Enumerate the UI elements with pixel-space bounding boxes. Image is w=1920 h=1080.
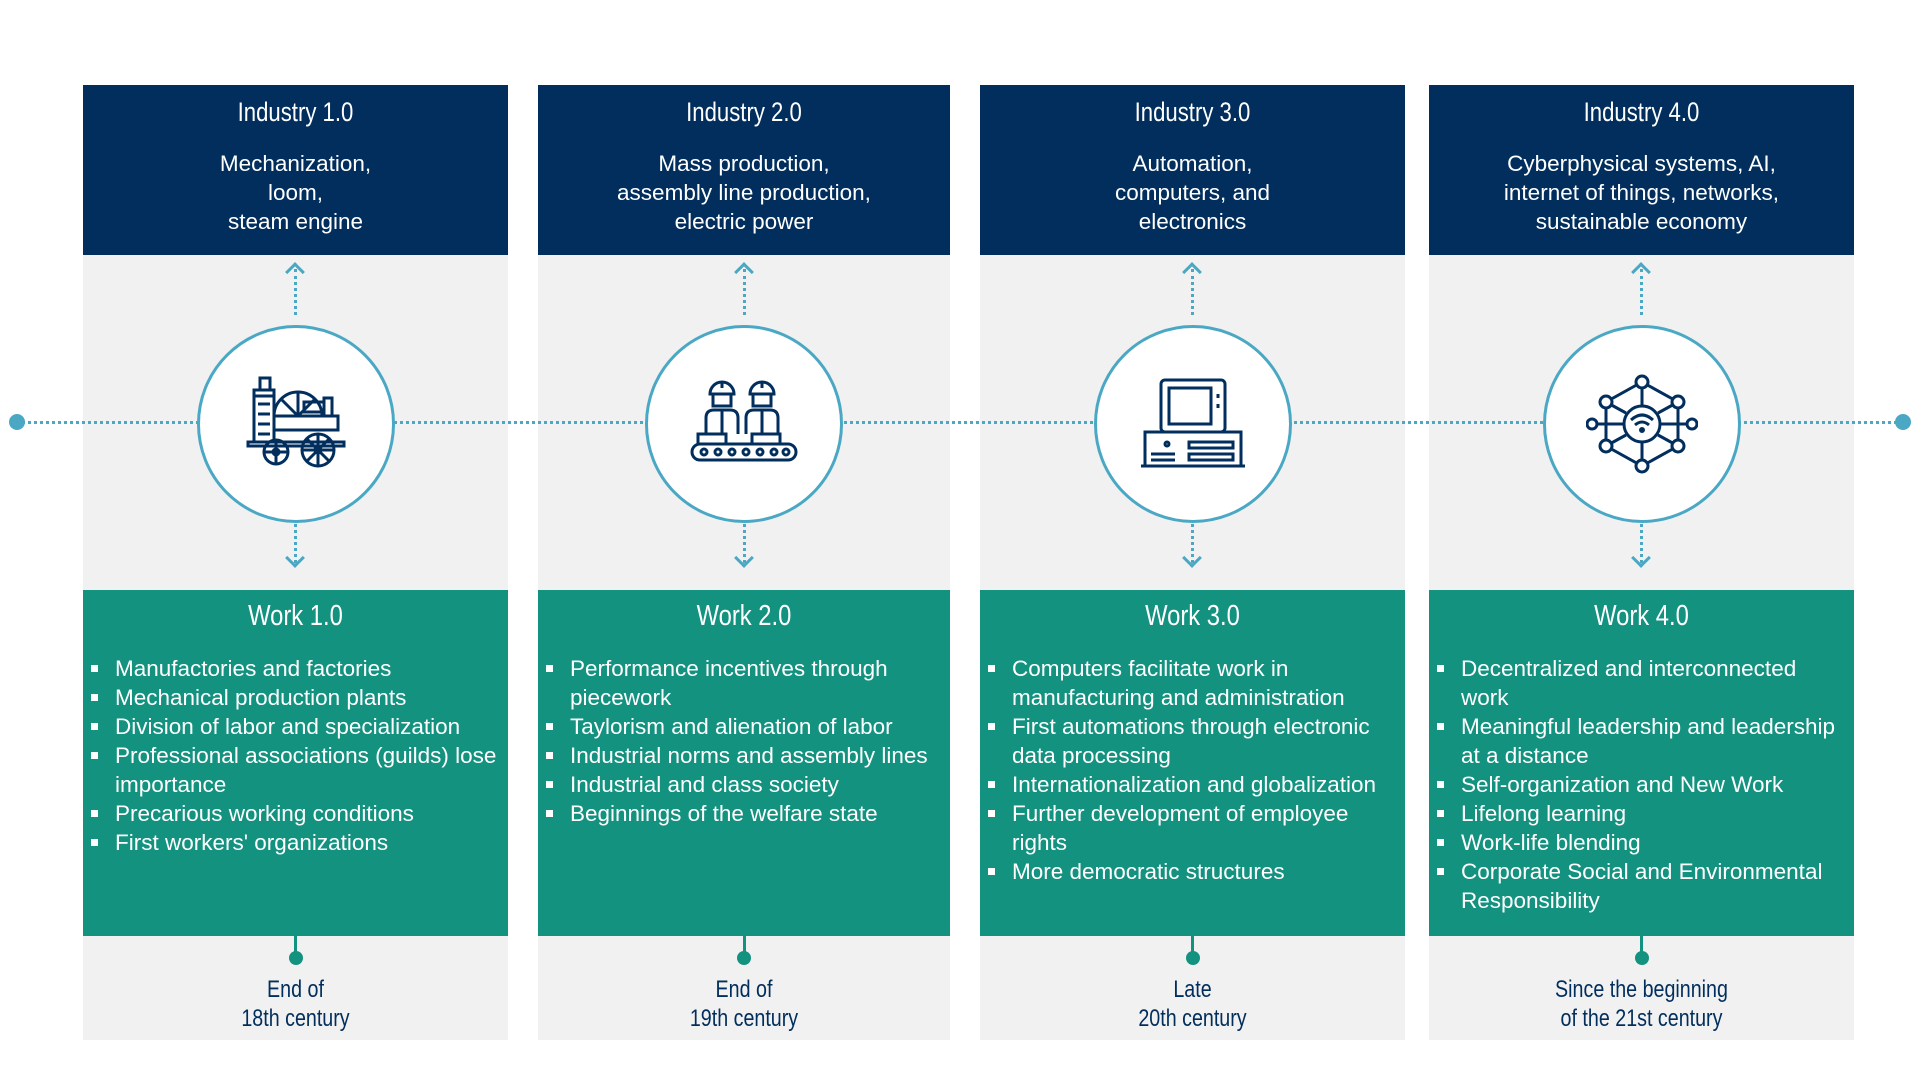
timeline-line — [17, 421, 1903, 424]
era-label: Since the beginning of the 21st century — [1555, 976, 1728, 1032]
list-item: Industrial and class society — [546, 770, 944, 799]
timeline-start-dot — [9, 414, 25, 430]
work-title: Work 2.0 — [696, 600, 792, 632]
stem-dot — [1634, 951, 1649, 965]
stage-column-4: Industry 4.0 Cyberphysical systems, AI, … — [1429, 85, 1854, 1040]
stem — [294, 936, 297, 958]
work-list: Computers facilitate work in manufacturi… — [988, 654, 1399, 886]
industry-description: Cyberphysical systems, AI, internet of t… — [1503, 151, 1780, 234]
list-item: Further development of employee rights — [988, 799, 1399, 857]
industry-description: Automation, computers, and electronics — [1114, 151, 1271, 234]
work-box: Work 2.0 Performance incentives through … — [538, 590, 950, 936]
stage-column-3: Industry 3.0 Automation, computers, and … — [980, 85, 1405, 1040]
list-item: Work-life blending — [1437, 828, 1848, 857]
computer-icon — [1140, 378, 1245, 468]
list-item: Beginnings of the welfare state — [546, 799, 944, 828]
work-title: Work 4.0 — [1594, 600, 1689, 632]
arrow-up-icon — [742, 269, 746, 315]
industry-box: Industry 2.0 Mass production, assembly l… — [538, 85, 950, 255]
icon-circle — [196, 325, 395, 523]
list-item: Meaningful leadership and leadership at … — [1437, 712, 1848, 770]
arrow-down-icon — [294, 517, 297, 563]
era-label: End of 19th century — [689, 976, 799, 1032]
list-item: Performance incentives through piecework — [546, 654, 944, 712]
arrow-down-icon — [1191, 517, 1194, 563]
work-list: Manufactories and factories Mechanical p… — [91, 654, 502, 857]
arrow-down-icon — [742, 517, 746, 563]
work-list: Decentralized and interconnected work Me… — [1437, 654, 1848, 915]
list-item: Decentralized and interconnected work — [1437, 654, 1848, 712]
stem-dot — [737, 951, 751, 965]
industry-title: Industry 3.0 — [1134, 97, 1251, 127]
industry-box: Industry 1.0 Mechanization, loom, steam … — [83, 85, 508, 255]
work-box: Work 3.0 Computers facilitate work in ma… — [980, 590, 1405, 936]
icon-circle — [1093, 325, 1292, 523]
list-item: Professional associations (guilds) lose … — [91, 741, 502, 799]
list-item: Division of labor and specialization — [91, 712, 502, 741]
list-item: First automations through electronic dat… — [988, 712, 1399, 770]
stem — [1191, 936, 1194, 958]
list-item: Corporate Social and Environmental Respo… — [1437, 857, 1848, 915]
arrow-up-icon — [1191, 269, 1194, 315]
list-item: Internationalization and globalization — [988, 770, 1399, 799]
list-item: Lifelong learning — [1437, 799, 1848, 828]
stem — [1640, 936, 1643, 958]
arrow-down-icon — [1640, 517, 1643, 563]
work-list: Performance incentives through piecework… — [546, 654, 944, 828]
stage-column-1: Industry 1.0 Mechanization, loom, steam … — [83, 85, 508, 1040]
stem-dot — [288, 951, 303, 965]
icon-circle — [645, 325, 843, 523]
icon-circle — [1542, 325, 1741, 523]
industry-description: Mechanization, loom, steam engine — [219, 151, 372, 234]
work-title: Work 1.0 — [248, 600, 343, 632]
list-item: Precarious working conditions — [91, 799, 502, 828]
work-box: Work 4.0 Decentralized and interconnecte… — [1429, 590, 1854, 936]
list-item: Mechanical production plants — [91, 683, 502, 712]
industry-description: Mass production, assembly line productio… — [617, 151, 871, 234]
list-item: First workers' organizations — [91, 828, 502, 857]
list-item: Taylorism and alienation of labor — [546, 712, 944, 741]
era-label: End of 18th century — [241, 976, 350, 1032]
industry-title: Industry 2.0 — [686, 97, 802, 127]
industry-title: Industry 4.0 — [1583, 97, 1700, 127]
work-title: Work 3.0 — [1145, 600, 1240, 632]
list-item: Manufactories and factories — [91, 654, 502, 683]
work-box: Work 1.0 Manufactories and factories Mec… — [83, 590, 508, 936]
network-icon — [1585, 374, 1698, 474]
industry-box: Industry 4.0 Cyberphysical systems, AI, … — [1429, 85, 1854, 255]
timeline-end-dot — [1895, 414, 1911, 430]
era-label: Late 20th century — [1138, 976, 1247, 1032]
stem — [742, 936, 746, 958]
stem-dot — [1185, 951, 1200, 965]
arrow-up-icon — [1640, 269, 1643, 315]
industry-title: Industry 1.0 — [237, 97, 354, 127]
steam-engine-icon — [246, 376, 345, 468]
list-item: More democratic structures — [988, 857, 1399, 886]
industry-box: Industry 3.0 Automation, computers, and … — [980, 85, 1405, 255]
arrow-up-icon — [294, 269, 297, 315]
assembly-line-workers-icon — [690, 380, 798, 462]
stage-column-2: Industry 2.0 Mass production, assembly l… — [538, 85, 950, 1040]
list-item: Self-organization and New Work — [1437, 770, 1848, 799]
list-item: Industrial norms and assembly lines — [546, 741, 944, 770]
list-item: Computers facilitate work in manufacturi… — [988, 654, 1399, 712]
